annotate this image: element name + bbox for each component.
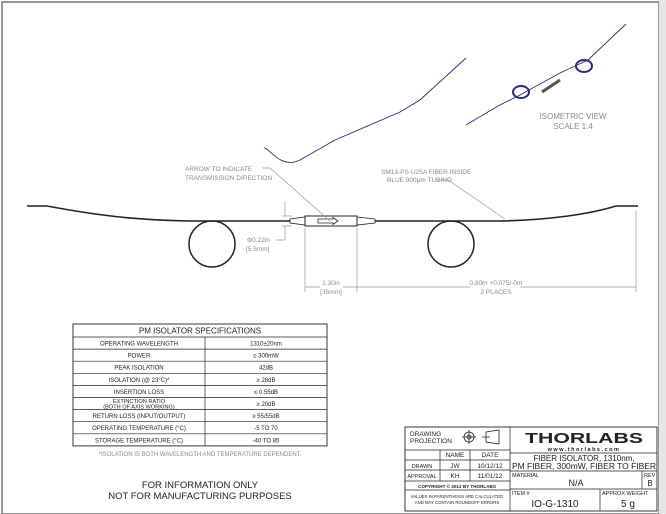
diameter-dim-mm: [5.5mm] — [246, 246, 270, 253]
isometric-scale: SCALE 1:4 — [553, 122, 593, 131]
leader-line — [262, 167, 331, 222]
item-label: ITEM # — [512, 491, 531, 497]
drawing-title: FIBER ISOLATOR, 1310nm, — [533, 454, 634, 463]
values-note: VALUES IN PARENTHESIS ARE CALCULATED — [411, 494, 503, 499]
spec-value: ≥ 20dB — [257, 402, 276, 408]
iso-loop — [575, 59, 593, 73]
fiber-loop-right — [427, 220, 475, 268]
spec-value: -5 TO 70 — [254, 426, 278, 432]
rev-value: B — [647, 479, 652, 488]
iso-loop — [512, 85, 530, 99]
isolator-body — [304, 215, 358, 227]
specs-table: PM ISOLATOR SPECIFICATIONS OPERATING WAVE… — [72, 323, 328, 447]
spec-value: -40 TO 85 — [253, 438, 280, 444]
callouts: ARROW TO INDICATE TRANSMISSION DIRECTION… — [185, 166, 506, 222]
direction-arrow-icon — [317, 216, 339, 226]
isometric-title: ISOMETRIC VIEW — [539, 112, 607, 121]
spec-label: RETURN LOSS (INPUT/OUTPUT) — [93, 414, 186, 420]
spec-label: OPERATING TEMPERATURE (°C) — [92, 426, 186, 432]
weight-value: 5 g — [621, 499, 635, 510]
date-header: DATE — [482, 452, 500, 459]
item-number: IO-G-1310 — [531, 499, 579, 510]
spec-label: EXTINCTION RATIO — [113, 399, 166, 405]
rev-label: REV — [644, 473, 656, 479]
spec-label: INSERTION LOSS — [114, 390, 164, 396]
projection-label: DRAWING — [410, 431, 441, 438]
spec-label: PEAK ISOLATION — [114, 366, 163, 372]
projection-label: PROJECTION — [410, 438, 452, 445]
drawn-label: DRAWN — [412, 464, 433, 470]
values-note: AND MAY CONTAIN ROUNDOFF ERRORS — [415, 500, 500, 505]
spec-label: ISOLATION (@ 23°C)* — [109, 378, 170, 384]
lead-places: 2 PLACES — [480, 289, 512, 296]
specs-footnote: *ISOLATION IS BOTH WAVELENGTH AND TEMPER… — [99, 452, 302, 458]
isometric-view: ISOMETRIC VIEW SCALE 1:4 — [263, 23, 627, 163]
material-label: MATERIAL — [512, 473, 539, 479]
thorlabs-logo: THORLABS — [525, 430, 643, 447]
diameter-dim-in: Φ0.22in — [247, 237, 270, 244]
fiber-callout-text: SM13-PS-U25A FIBER INSIDE — [381, 169, 472, 176]
specs-table-border — [72, 323, 328, 447]
spec-label: (BOTH OF AXIS WORKING) — [103, 405, 175, 411]
fiber-left — [27, 205, 290, 222]
spec-value: ≤ 300mW — [253, 354, 279, 360]
website: www.thorlabs.com — [547, 447, 621, 453]
arrow-callout-text: TRANSMISSION DIRECTION — [185, 175, 272, 182]
iso-fiber — [263, 57, 467, 163]
fiber-assembly — [27, 205, 638, 268]
material-value: N/A — [568, 478, 583, 488]
approval-date: 11/01/12 — [478, 473, 503, 480]
third-angle-projection-icon — [462, 429, 500, 445]
spec-value: ≥ 55/55dB — [252, 414, 279, 420]
dimensions: Φ0.22in [5.5mm] 1.30in [35mm] 0.80m +0.0… — [246, 201, 637, 296]
fiber-callout-text: BLUE 900µm TUBING — [387, 177, 452, 184]
body-length-in: 1.30in — [322, 280, 340, 287]
notice-line2: NOT FOR MANUFACTURING PURPOSES — [108, 491, 292, 502]
name-header: NAME — [446, 452, 465, 459]
lead-length: 0.80m +0.075/-0m — [470, 280, 523, 287]
spec-value: 42dB — [259, 366, 273, 372]
iso-isolator-body — [541, 78, 561, 94]
spec-value: 1310±20nm — [250, 342, 282, 348]
fiber-loop-left — [188, 220, 236, 268]
body-length-mm: [35mm] — [320, 289, 342, 296]
specs-title: PM ISOLATOR SPECIFICATIONS — [139, 327, 261, 336]
approval-name: KH — [450, 473, 459, 480]
drawing-title: PM FIBER, 300mW, FIBER TO FIBER — [512, 462, 656, 471]
spec-value: ≥ 28dB — [257, 378, 276, 384]
title-block: DRAWING PROJECTION NAME DATE DRAWN JW 10… — [404, 426, 658, 512]
fiber-right — [375, 205, 638, 222]
approval-label: APPROVAL — [407, 474, 436, 480]
drawn-date: 10/12/12 — [477, 463, 503, 470]
spec-label: STORAGE TEMPERATURE (°C) — [95, 438, 183, 444]
drawn-name: JW — [450, 463, 460, 470]
copyright: COPYRIGHT © 2012 BY THORLABS — [418, 483, 496, 489]
weight-label: APPROX WEIGHT — [602, 491, 649, 497]
spec-label: POWER — [128, 354, 151, 360]
notice-line1: FOR INFORMATION ONLY — [142, 480, 259, 491]
leader-line — [437, 179, 506, 220]
spec-label: OPERATING WAVELENGTH — [100, 342, 178, 348]
arrow-callout-text: ARROW TO INDICATE — [185, 166, 253, 173]
spec-value: ≤ 0.55dB — [254, 390, 278, 396]
